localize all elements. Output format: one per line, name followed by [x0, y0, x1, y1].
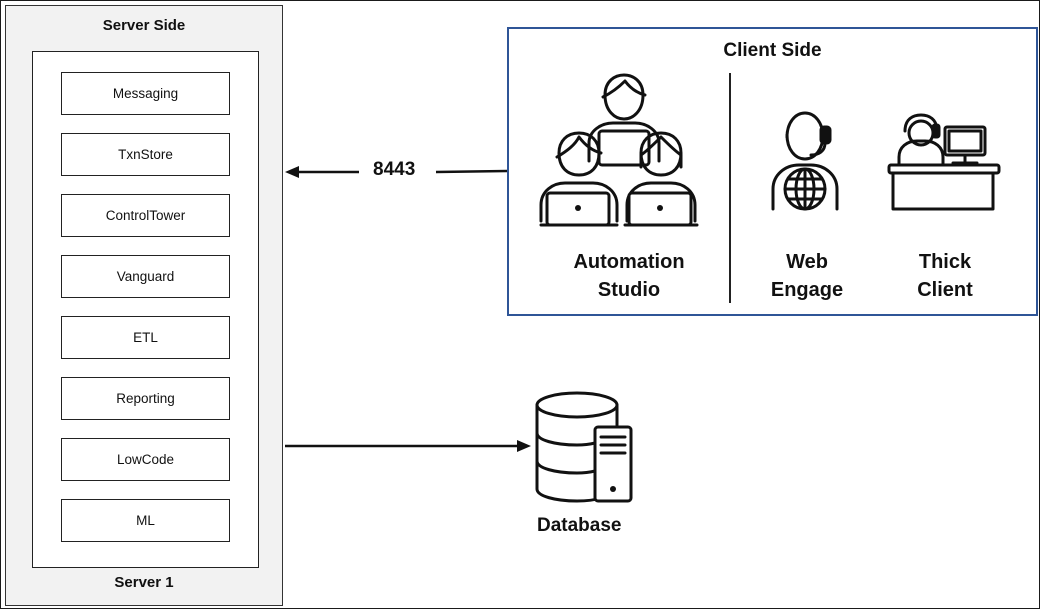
thick-client-label: Thick Client	[885, 248, 1005, 304]
module-lowcode: LowCode	[61, 438, 230, 481]
server-side-panel: Server Side Messaging TxnStore ControlTo…	[5, 5, 283, 606]
client-side-panel: Client Side Automation	[507, 27, 1038, 316]
client-divider	[729, 73, 731, 303]
module-controltower: ControlTower	[61, 194, 230, 237]
headset-globe-agent-icon	[771, 111, 839, 211]
module-txnstore: TxnStore	[61, 133, 230, 176]
server-name-label: Server 1	[114, 574, 174, 591]
desk-computer-user-icon	[887, 113, 1001, 211]
module-etl: ETL	[61, 316, 230, 359]
module-ml: ML	[61, 499, 230, 542]
automation-studio-label-line1: Automation	[573, 251, 685, 273]
thick-client-label-line2: Client	[917, 279, 973, 301]
database-label: Database	[537, 515, 622, 536]
client-side-title: Client Side	[723, 40, 822, 61]
users-laptops-icon	[539, 73, 699, 227]
arrowhead-to-database	[517, 440, 531, 452]
thick-client-label-line1: Thick	[918, 251, 972, 273]
arrowhead-to-server	[285, 166, 299, 178]
automation-studio-label-line2: Studio	[597, 279, 661, 301]
module-vanguard: Vanguard	[61, 255, 230, 298]
web-engage-label-line1: Web	[786, 251, 828, 273]
module-reporting: Reporting	[61, 377, 230, 420]
database-server-icon	[535, 391, 633, 503]
server-modules-container: Messaging TxnStore ControlTower Vanguard…	[32, 51, 259, 568]
server-side-title: Server Side	[102, 17, 186, 34]
automation-studio-label: Automation Studio	[559, 248, 699, 304]
web-engage-label-line2: Engage	[770, 279, 844, 301]
connector-line-right	[435, 169, 508, 174]
module-messaging: Messaging	[61, 72, 230, 115]
port-label: 8443	[373, 159, 416, 180]
web-engage-label: Web Engage	[749, 248, 865, 304]
